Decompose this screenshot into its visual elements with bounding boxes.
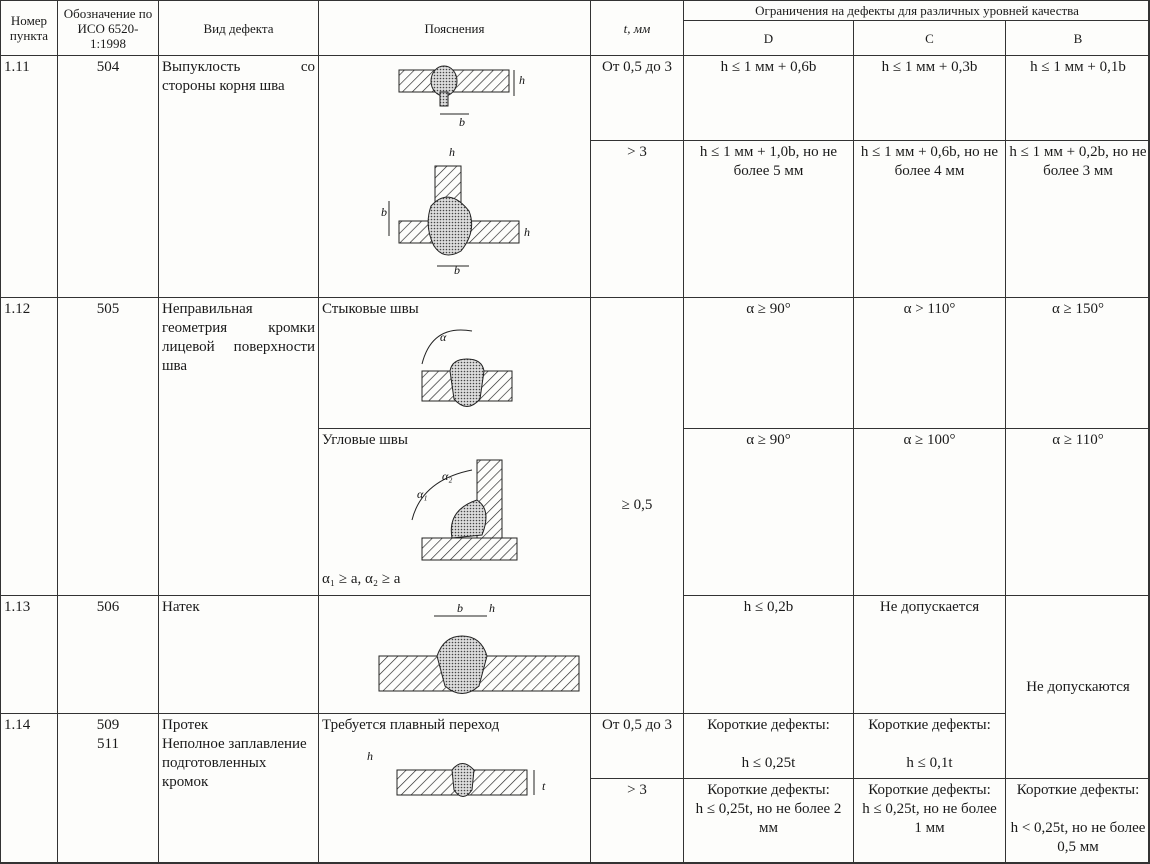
row-1-11-d-2: h ≤ 1 мм + 1,0b, но не более 5 мм	[683, 140, 853, 297]
header-iso: Обозначение по ИСО 6520-1:1998	[57, 0, 158, 55]
d1-value: h ≤ 0,25t	[741, 755, 796, 771]
label-b: b	[459, 115, 465, 129]
row-1-12-13-t: ≥ 0,5	[590, 297, 683, 713]
row-1-12-b-2: α ≥ 110°	[1005, 428, 1150, 595]
label-h-overlap: h	[489, 601, 495, 615]
row-1-12-iso: 505	[57, 297, 158, 595]
fillet-welds-label: Угловые швы	[322, 432, 408, 448]
row-1-11-t-1: От 0,5 до 3	[590, 55, 683, 140]
row-1-14-d-2: Короткие дефекты: h ≤ 0,25t, но не более…	[683, 778, 853, 864]
root-convexity-drawing: h b h b h b	[381, 65, 530, 277]
row-1-12-fillet-explanation: Угловые швы α₁ α₂ α₁ ≥ a, α₂ ≥ a	[318, 428, 590, 595]
row-1-12-d-1: α ≥ 90°	[683, 297, 853, 428]
c2-value: h ≤ 0,25t, но не более 1 мм	[862, 801, 997, 836]
row-1-11-c-2: h ≤ 1 мм + 0,6b, но не более 4 мм	[853, 140, 1005, 297]
butt-weld-drawing: α	[421, 329, 513, 407]
row-1-14-d-1: Короткие дефекты: h ≤ 0,25t	[683, 713, 853, 778]
label-h: h	[519, 73, 525, 87]
label-alpha2: α₂	[442, 469, 452, 483]
row-1-14-t-2: > 3	[590, 778, 683, 864]
row-1-12-b-1: α ≥ 150°	[1005, 297, 1150, 428]
butt-welds-label: Стыковые швы	[322, 301, 419, 317]
row-1-11-b-1: h ≤ 1 мм + 0,1b	[1005, 55, 1150, 140]
row-1-13-iso: 506	[57, 595, 158, 713]
label-b-overlap: b	[457, 601, 463, 615]
d2-title: Короткие дефекты:	[707, 782, 830, 798]
row-1-14-b-2: Короткие дефекты: h < 0,25t, но не более…	[1005, 778, 1150, 864]
row-1-12-defect: Неправильная геометрия кромки лицевой по…	[158, 297, 318, 595]
row-1-14-number: 1.14	[0, 713, 57, 864]
header-limits: Ограничения на дефекты для различных уро…	[683, 0, 1150, 20]
row-1-14-iso: 509 511	[57, 713, 158, 864]
row-1-13-defect: Натек	[158, 595, 318, 713]
row-1-12-number: 1.12	[0, 297, 57, 595]
row-1-13-c: Не допускается	[853, 595, 1005, 713]
header-number: Номер пункта	[0, 0, 57, 55]
row-1-14-c-2: Короткие дефекты: h ≤ 0,25t, но не более…	[853, 778, 1005, 864]
header-level-c: C	[853, 20, 1005, 55]
fillet-angle-note: α₁ ≥ a, α₂ ≥ a	[322, 571, 401, 587]
row-1-14-c-1: Короткие дефекты: h ≤ 0,1t	[853, 713, 1005, 778]
row-1-11-d-1: h ≤ 1 мм + 0,6b	[683, 55, 853, 140]
header-thickness: t, мм	[590, 0, 683, 55]
row-1-11-number: 1.11	[0, 55, 57, 297]
row-1-11-explanation: h b h b h b	[318, 55, 590, 297]
header-explanation: Пояснения	[318, 0, 590, 55]
root-concavity-drawing: h t	[367, 749, 546, 797]
d2-value: h ≤ 0,25t, но не более 2 мм	[695, 801, 842, 836]
row-1-12-butt-explanation: Стыковые швы α	[318, 297, 590, 428]
label-b-2: b	[381, 205, 387, 219]
b2-value: h < 0,25t, но не более 0,5 мм	[1010, 820, 1146, 855]
row-1-12-c-2: α ≥ 100°	[853, 428, 1005, 595]
row-1-12-d-2: α ≥ 90°	[683, 428, 853, 595]
row-1-13-d: h ≤ 0,2b	[683, 595, 853, 713]
row-1-11-iso: 504	[57, 55, 158, 297]
label-h-2: h	[449, 145, 455, 159]
d1-title: Короткие дефекты:	[707, 717, 830, 733]
row-1-14-explanation: Требуется плавный переход h t	[318, 713, 590, 864]
row-1-11-defect: Выпуклость со стороны корня шва	[158, 55, 318, 297]
label-b-3: b	[454, 263, 460, 277]
row-1-11-b-2: h ≤ 1 мм + 0,2b, но не более 3 мм	[1005, 140, 1150, 297]
label-h-concavity: h	[367, 749, 373, 763]
row-1-13-number: 1.13	[0, 595, 57, 713]
smooth-transition-note: Требуется плавный переход	[322, 717, 500, 733]
fillet-weld-drawing: α₁ α₂	[411, 459, 518, 561]
row-1-14-t-1: От 0,5 до 3	[590, 713, 683, 778]
row-1-11-c-1: h ≤ 1 мм + 0,3b	[853, 55, 1005, 140]
row-1-11-t-2: > 3	[590, 140, 683, 297]
header-defect: Вид дефекта	[158, 0, 318, 55]
row-1-13-explanation: b h	[318, 595, 590, 713]
label-alpha1: α₁	[417, 487, 427, 501]
c1-title: Короткие дефекты:	[868, 717, 991, 733]
b2-title: Короткие дефекты:	[1016, 782, 1140, 798]
label-h-3: h	[524, 225, 530, 239]
header-level-b: B	[1005, 20, 1150, 55]
overlap-drawing: b h	[378, 601, 580, 694]
row-1-12-c-1: α > 110°	[853, 297, 1005, 428]
label-t-concavity: t	[542, 779, 546, 793]
label-alpha: α	[440, 330, 447, 344]
row-1-13-14-b: Не допускаются	[1005, 595, 1150, 778]
header-level-d: D	[683, 20, 853, 55]
c2-title: Короткие дефекты:	[868, 782, 991, 798]
row-1-14-defect: Протек Неполное заплавление подготовленн…	[158, 713, 318, 864]
c1-value: h ≤ 0,1t	[906, 755, 953, 771]
